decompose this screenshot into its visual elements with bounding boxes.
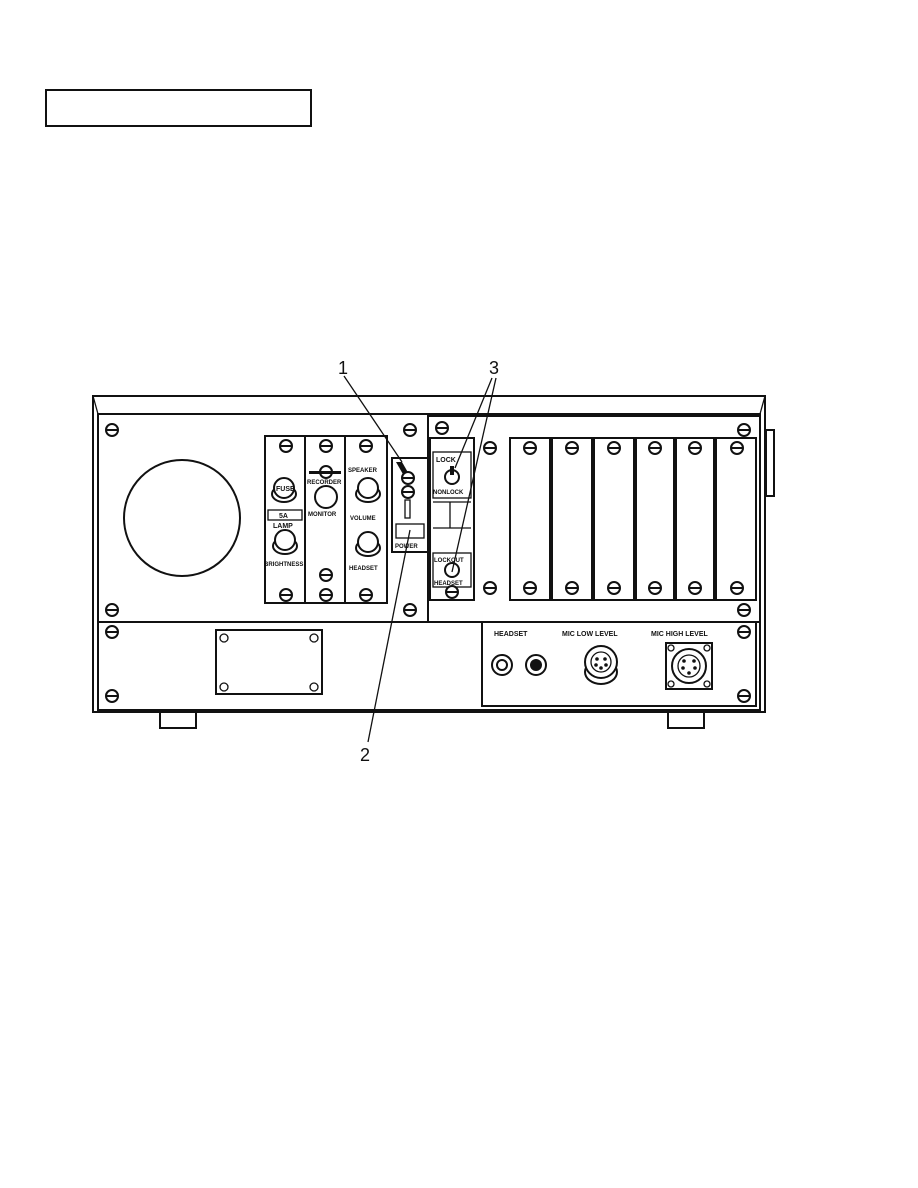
headset-jack-2[interactable]: [525, 654, 547, 676]
svg-text:5A: 5A: [279, 513, 288, 520]
svg-text:MONITOR: MONITOR: [308, 512, 337, 518]
title-box: [45, 89, 312, 127]
svg-text:RECORDER: RECORDER: [307, 480, 342, 486]
speaker-volume-knob[interactable]: [355, 477, 381, 503]
svg-text:HEADSET: HEADSET: [349, 566, 378, 572]
mic-low-label: MIC LOW LEVEL: [562, 631, 618, 638]
headset-label: HEADSET: [494, 631, 528, 638]
svg-text:LOCKOUT: LOCKOUT: [434, 558, 464, 564]
leader-2: [367, 529, 411, 743]
mic-high-label: MIC HIGH LEVEL: [651, 631, 709, 638]
callout-leaders: [343, 375, 497, 743]
svg-text:NONLOCK: NONLOCK: [433, 490, 464, 496]
headset-jack-1[interactable]: [491, 654, 513, 676]
mic-high-connector[interactable]: [665, 642, 713, 690]
volume-module: SPEAKER VOLUME HEADSET: [344, 435, 388, 604]
svg-text:HEADSET: HEADSET: [434, 581, 463, 587]
callout-3: 3: [489, 358, 499, 378]
svg-text:SPEAKER: SPEAKER: [348, 468, 378, 474]
side-handle: [765, 429, 775, 497]
leader-1: [343, 375, 403, 463]
power-toggle[interactable]: [404, 499, 411, 519]
connector-panel: HEADSET MIC LOW LEVEL MIC HIGH LEVEL: [481, 621, 757, 707]
blank-slot-modules: [509, 437, 757, 601]
svg-text:LAMP: LAMP: [273, 523, 293, 530]
recorder-monitor-jack[interactable]: [314, 485, 338, 509]
callout-2: 2: [360, 745, 370, 765]
leader-3b: [451, 377, 497, 573]
foot-right: [667, 712, 705, 729]
headset-volume-knob[interactable]: [355, 531, 381, 557]
speaker-grille: [123, 459, 241, 577]
cover-plate: [215, 629, 323, 695]
lamp-brightness-knob[interactable]: [272, 529, 298, 555]
svg-text:FUSE: FUSE: [276, 486, 295, 493]
svg-text:VOLUME: VOLUME: [350, 516, 376, 522]
callout-1: 1: [338, 358, 348, 378]
svg-text:BRIGHTNESS: BRIGHTNESS: [264, 562, 303, 568]
power-switch-module: POWER: [391, 457, 429, 553]
mic-low-connector[interactable]: [584, 645, 618, 685]
recorder-monitor-module: RECORDER MONITOR: [304, 435, 346, 604]
leader-3a: [454, 377, 493, 469]
fuse-lamp-module: FUSE 5A LAMP BRIGHTNESS: [264, 435, 306, 604]
svg-text:LOCK: LOCK: [436, 457, 456, 464]
lock-module: [429, 437, 475, 601]
foot-left: [159, 712, 197, 729]
